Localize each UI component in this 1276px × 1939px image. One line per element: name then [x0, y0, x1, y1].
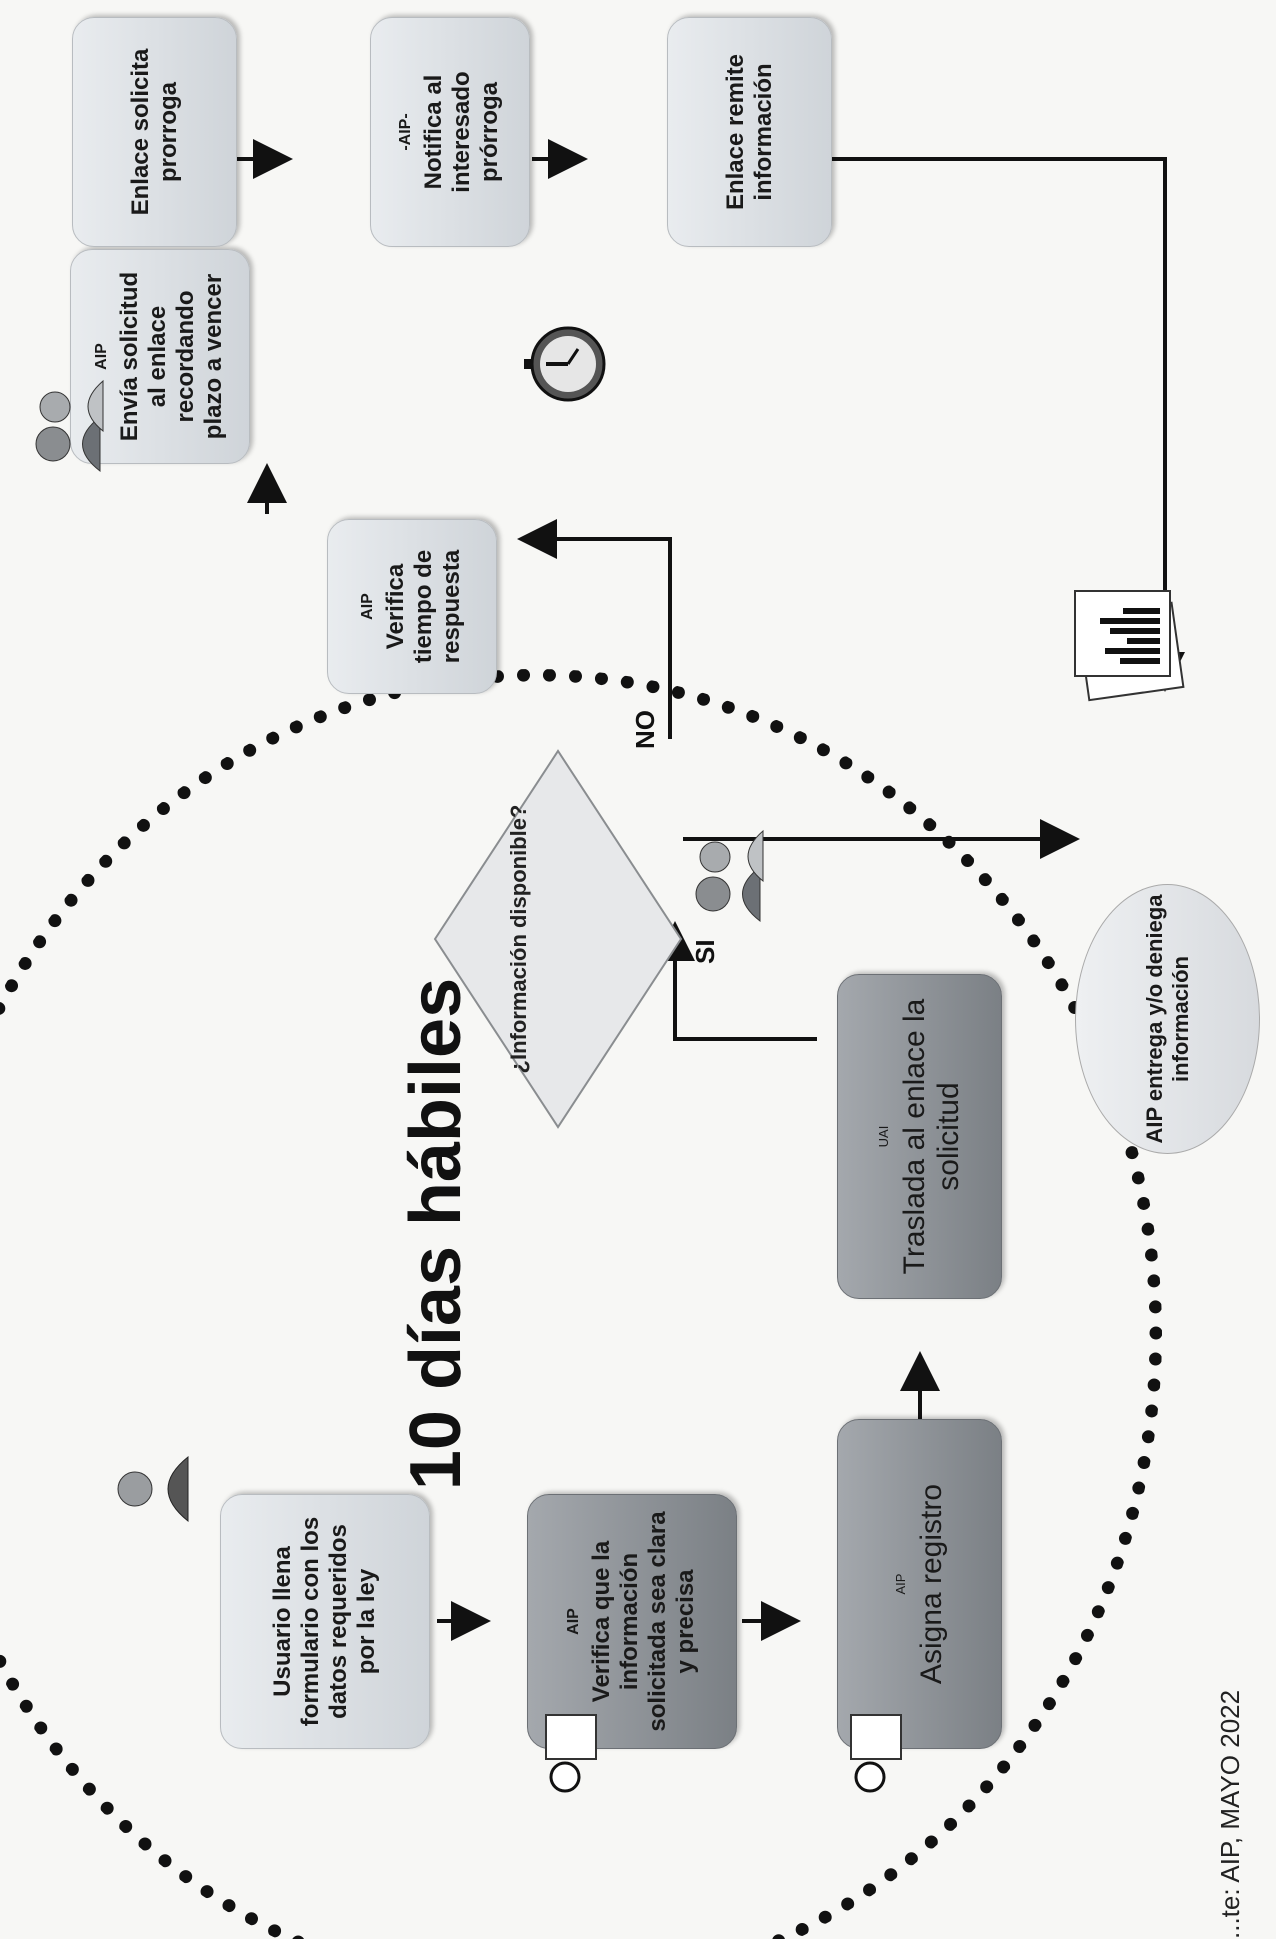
final-text: AIP entrega y/o deniega información — [1141, 894, 1193, 1144]
decision-yes-label: SI — [690, 939, 720, 964]
decision-no-label: NO — [630, 710, 660, 749]
operator-computer-icon — [545, 1714, 597, 1793]
box-aip-asigna-registro: AIP Asigna registro — [837, 1419, 1002, 1749]
box-notifica-role: -AIP- — [397, 113, 414, 151]
stopwatch-icon — [524, 326, 606, 402]
source-note: ...te: AIP, MAYO 2022 — [1215, 1689, 1245, 1939]
box-envia-role: AIP — [93, 343, 110, 370]
box-asigna-role: AIP — [892, 1573, 908, 1595]
arrow-traslada-to-decision — [655, 921, 817, 1041]
box-traslada-role: UAI — [875, 1125, 891, 1148]
box-verifica-text: Verifica que la información solicitada s… — [588, 1511, 699, 1732]
box-enlace-remite-informacion: Enlace remite información — [667, 17, 832, 247]
box-envia-text: Envía solicitud al enlace recordando pla… — [116, 271, 227, 442]
box-uai-traslada-solicitud: UAI Traslada al enlace la solicitud — [837, 974, 1002, 1299]
arrow-remite-to-final — [820, 157, 1185, 692]
box-aip-notifica-prorroga: -AIP- Notifica al interesado prórroga — [370, 17, 530, 247]
user-group-icon — [35, 379, 104, 473]
box-prorroga-text: Enlace solicita prorroga — [126, 48, 182, 216]
box-asigna-text: Asigna registro — [914, 1483, 948, 1685]
decision-diamond — [433, 749, 683, 1129]
box-verifica-tiempo-text: Verifica tiempo de respuesta — [382, 549, 465, 664]
box-aip-verifica-tiempo: AIP Verifica tiempo de respuesta — [327, 519, 497, 694]
box-traslada-text: Traslada al enlace la solicitud — [897, 998, 965, 1275]
operator-computer-icon-2 — [850, 1714, 902, 1793]
box-usuario-text: Usuario llena formulario con los datos r… — [269, 1516, 380, 1727]
box-enlace-solicita-prorroga: Enlace solicita prorroga — [72, 17, 237, 247]
report-documents-icon — [1074, 590, 1185, 702]
decision-question: ¿Información disponible? — [506, 804, 531, 1074]
box-remite-text: Enlace remite información — [721, 53, 777, 211]
user-icon — [117, 1455, 189, 1523]
arrow-no-to-verifica-tiempo — [517, 519, 672, 739]
box-notifica-text: Notifica al interesado prórroga — [420, 71, 503, 193]
box-verifica-role: AIP — [565, 1608, 582, 1635]
box-verifica-tiempo-role: AIP — [359, 593, 376, 620]
final-entrega-deniega: AIP entrega y/o deniega información — [1075, 884, 1260, 1154]
box-usuario-llena-formulario: Usuario llena formulario con los datos r… — [220, 1494, 430, 1749]
user-group-icon-uai — [695, 829, 764, 923]
